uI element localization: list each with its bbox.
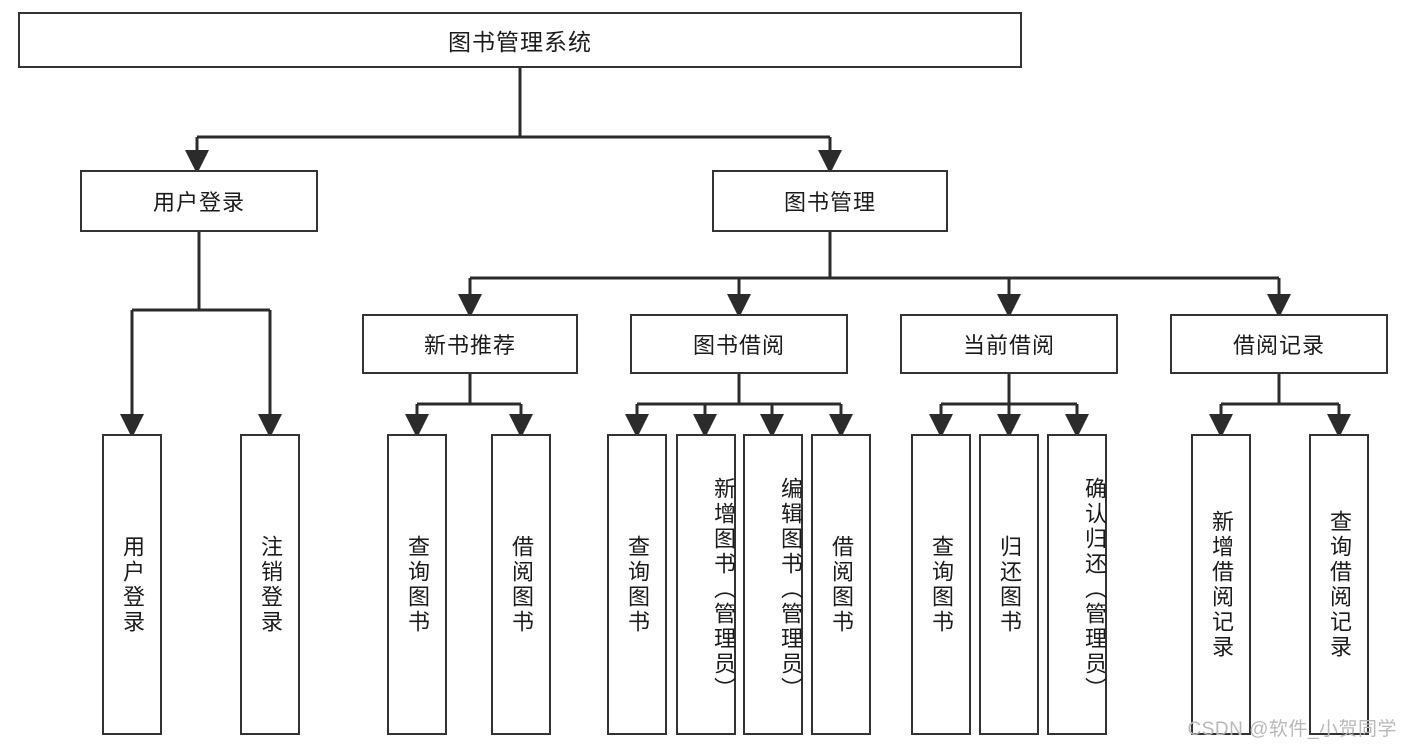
node-label: 编辑图书（管理员） (778, 477, 803, 702)
node-label: 归还图书 (997, 534, 1022, 635)
leaf-add-borrow-record[interactable]: 新增借阅记录 (1191, 434, 1251, 735)
node-label: 当前借阅 (962, 333, 1055, 358)
watermark: CSDN @软件_小贺同学 (1187, 719, 1397, 740)
node-label: 查询图书 (929, 534, 954, 635)
node-label: 注销登录 (258, 534, 283, 635)
node-label: 查询图书 (625, 534, 650, 635)
node-label: 借阅图书 (829, 534, 854, 635)
node-label: 图书管理 (783, 190, 876, 215)
node-borrow-record[interactable]: 借阅记录 (1170, 314, 1388, 374)
node-root-book-management-system[interactable]: 图书管理系统 (18, 12, 1022, 68)
node-current-borrow[interactable]: 当前借阅 (900, 314, 1118, 374)
node-label: 图书管理系统 (448, 29, 592, 55)
leaf-confirm-return-admin[interactable]: 确认归还（管理员） (1047, 434, 1107, 735)
node-book-management[interactable]: 图书管理 (712, 170, 948, 232)
leaf-borrow-book[interactable]: 借阅图书 (811, 434, 871, 735)
node-book-borrow[interactable]: 图书借阅 (630, 314, 848, 374)
leaf-query-book-recommend[interactable]: 查询图书 (387, 434, 447, 735)
leaf-user-login[interactable]: 用户登录 (102, 434, 162, 735)
leaf-query-borrow-record[interactable]: 查询借阅记录 (1309, 434, 1369, 735)
node-label: 确认归还（管理员） (1082, 477, 1107, 702)
node-label: 新增借阅记录 (1209, 509, 1234, 660)
node-label: 查询借阅记录 (1327, 509, 1352, 660)
leaf-logout[interactable]: 注销登录 (240, 434, 300, 735)
leaf-add-book-admin[interactable]: 新增图书（管理员） (676, 434, 736, 735)
leaf-return-book[interactable]: 归还图书 (979, 434, 1039, 735)
node-label: 用户登录 (152, 190, 245, 215)
leaf-edit-book-admin[interactable]: 编辑图书（管理员） (743, 434, 803, 735)
node-label: 借阅图书 (509, 534, 534, 635)
node-label: 新书推荐 (423, 333, 516, 358)
leaf-query-book-current[interactable]: 查询图书 (911, 434, 971, 735)
node-label: 借阅记录 (1232, 333, 1325, 358)
node-label: 用户登录 (120, 534, 145, 635)
node-label: 查询图书 (405, 534, 430, 635)
leaf-query-book-borrow[interactable]: 查询图书 (607, 434, 667, 735)
node-user-login[interactable]: 用户登录 (80, 170, 318, 232)
leaf-borrow-book-recommend[interactable]: 借阅图书 (491, 434, 551, 735)
node-label: 新增图书（管理员） (711, 477, 736, 702)
node-label: 图书借阅 (692, 333, 785, 358)
node-new-book-recommend[interactable]: 新书推荐 (362, 314, 578, 374)
